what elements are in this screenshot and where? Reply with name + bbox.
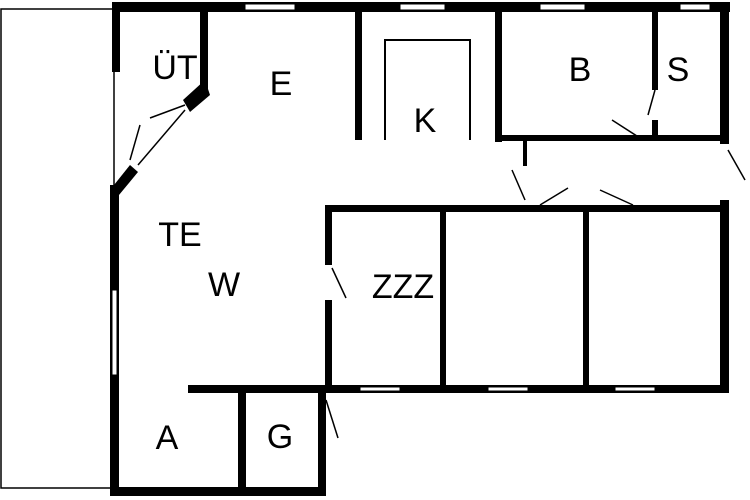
room-label-zzz: ZZZ: [371, 268, 435, 306]
room-label-e: E: [269, 65, 293, 103]
room-label-ut: ÜT: [152, 49, 198, 87]
room-label-k: K: [413, 102, 437, 140]
terrace-outline: [0, 8, 115, 489]
doors: [129, 89, 746, 439]
room-label-a: A: [155, 419, 179, 457]
room-label-te: TE: [158, 216, 202, 254]
room-label-b: B: [568, 51, 592, 89]
room-label-g: G: [266, 418, 294, 456]
room-label-w: W: [207, 266, 241, 304]
kitchen-counter: [384, 39, 471, 140]
walls: [110, 2, 730, 496]
room-label-s: S: [666, 51, 690, 89]
windows: [111, 3, 711, 392]
